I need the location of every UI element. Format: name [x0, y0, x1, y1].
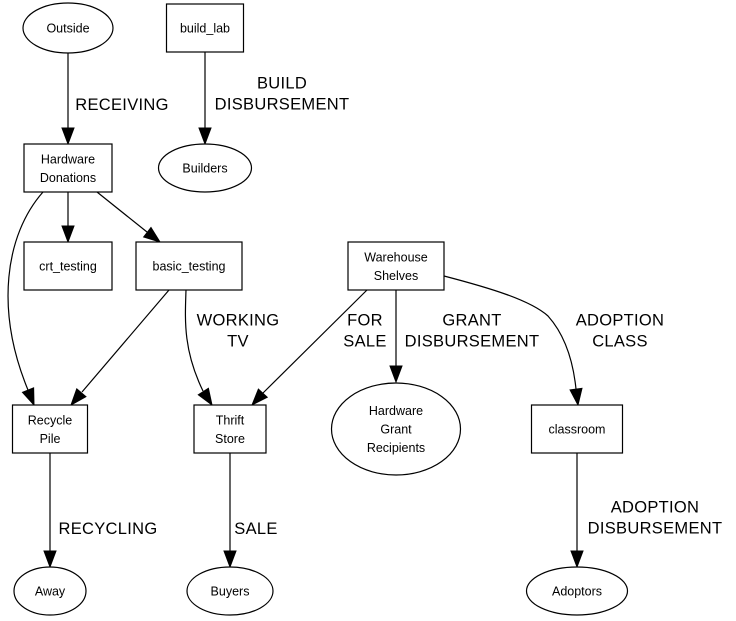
- edge-line: [262, 289, 368, 394]
- edge-warehouse_shelves-hardware_grant_recipients: GRANT DISBURSEMENT: [389, 290, 540, 384]
- edge-line: [96, 191, 148, 233]
- node-ellipse: [13, 566, 87, 616]
- arrowhead-icon: [389, 365, 403, 384]
- edge-label: DISBURSEMENT: [588, 520, 723, 538]
- node-box: [23, 241, 113, 291]
- edge-label: ADOPTION: [611, 499, 700, 517]
- edge-outside-hardware_donations: RECEIVING: [61, 53, 168, 146]
- node-ellipse: [525, 566, 629, 616]
- edge-label: FOR: [347, 312, 383, 330]
- arrowhead-icon: [43, 550, 57, 569]
- edge-basic_testing-recycle_pile: [70, 289, 170, 407]
- node-label: Pile: [40, 432, 61, 446]
- node-label: Recipients: [367, 441, 425, 455]
- edge-label: SALE: [343, 333, 386, 351]
- edge-label: CLASS: [592, 333, 648, 351]
- node-builders[interactable]: Builders: [157, 143, 253, 193]
- arrowhead-icon: [223, 550, 237, 569]
- edge-build_lab-builders: BUILD DISBURSEMENT: [198, 52, 350, 146]
- arrowhead-icon: [251, 388, 269, 407]
- node-adoptors[interactable]: Adoptors: [525, 566, 629, 616]
- node-label: Store: [215, 432, 245, 446]
- node-label: Donations: [40, 171, 96, 185]
- node-ellipse: [330, 382, 462, 476]
- edge-label: ADOPTION: [576, 312, 665, 330]
- edge-line: [7, 191, 44, 391]
- arrowhead-icon: [197, 387, 213, 407]
- arrowhead-icon: [61, 225, 75, 244]
- node-crt-testing[interactable]: crt_testing: [23, 241, 113, 291]
- edge-label: TV: [227, 333, 249, 351]
- node-label: build_lab: [180, 22, 230, 36]
- node-away[interactable]: Away: [13, 566, 87, 616]
- node-label: basic_testing: [153, 260, 226, 274]
- edge-label: BUILD: [257, 75, 307, 93]
- arrowhead-icon: [570, 550, 584, 569]
- node-basic-testing[interactable]: basic_testing: [135, 241, 243, 291]
- arrowhead-icon: [569, 387, 583, 407]
- edge-warehouse_shelves-classroom: ADOPTION CLASS: [443, 275, 665, 407]
- edge-label: GRANT: [442, 312, 501, 330]
- edge-label: WORKING: [197, 312, 280, 330]
- edge-line: [81, 289, 170, 393]
- edge-warehouse_shelves-thrift_store: FOR SALE: [251, 289, 386, 407]
- edge-hardware_donations-recycle_pile: [7, 191, 44, 407]
- edge-classroom-adoptors: ADOPTION DISBURSEMENT: [570, 453, 723, 569]
- node-outside[interactable]: Outside: [22, 2, 114, 54]
- edge-hardware_donations-crt_testing: [61, 192, 75, 244]
- node-box: [193, 404, 267, 454]
- edge-label: RECYCLING: [59, 520, 158, 538]
- edge-basic_testing-thrift_store: WORKING TV: [184, 289, 280, 407]
- node-label: Hardware: [369, 404, 423, 418]
- edge-hardware_donations-basic_testing: [96, 191, 162, 243]
- edge-label: DISBURSEMENT: [405, 333, 540, 351]
- arrowhead-icon: [142, 226, 162, 243]
- node-ellipse: [157, 143, 253, 193]
- node-label: Adoptors: [552, 585, 602, 599]
- node-label: Hardware: [41, 152, 95, 166]
- arrowhead-icon: [61, 127, 75, 146]
- arrowhead-icon: [70, 388, 87, 407]
- node-box: [11, 404, 89, 454]
- edge-line: [443, 275, 577, 390]
- edge-label: SALE: [234, 520, 277, 538]
- node-label: Outside: [46, 22, 89, 36]
- node-ellipse: [22, 2, 114, 54]
- node-label: Away: [35, 585, 66, 599]
- arrowhead-icon: [198, 127, 212, 146]
- node-label: crt_testing: [39, 260, 97, 274]
- edge-label: RECEIVING: [75, 96, 168, 114]
- node-box: [530, 404, 624, 454]
- node-label: classroom: [549, 423, 606, 437]
- node-box: [23, 143, 113, 193]
- edge-recycle_pile-away: RECYCLING: [43, 453, 158, 569]
- node-label: Warehouse: [364, 250, 428, 264]
- node-box: [135, 241, 243, 291]
- node-label: Thrift: [216, 413, 245, 427]
- node-box: [165, 3, 245, 53]
- node-label: Recycle: [28, 413, 73, 427]
- node-classroom[interactable]: classroom: [530, 404, 624, 454]
- node-label: Shelves: [374, 269, 418, 283]
- edge-thrift_store-buyers: SALE: [223, 453, 277, 569]
- node-ellipse: [186, 566, 274, 616]
- node-build-lab[interactable]: build_lab: [165, 3, 245, 53]
- node-buyers[interactable]: Buyers: [186, 566, 274, 616]
- arrowhead-icon: [21, 387, 35, 407]
- node-label: Grant: [380, 423, 412, 437]
- edge-label: DISBURSEMENT: [215, 96, 350, 114]
- node-label: Buyers: [211, 585, 250, 599]
- node-box: [347, 241, 445, 291]
- node-label: Builders: [182, 162, 227, 176]
- edge-line: [184, 289, 204, 392]
